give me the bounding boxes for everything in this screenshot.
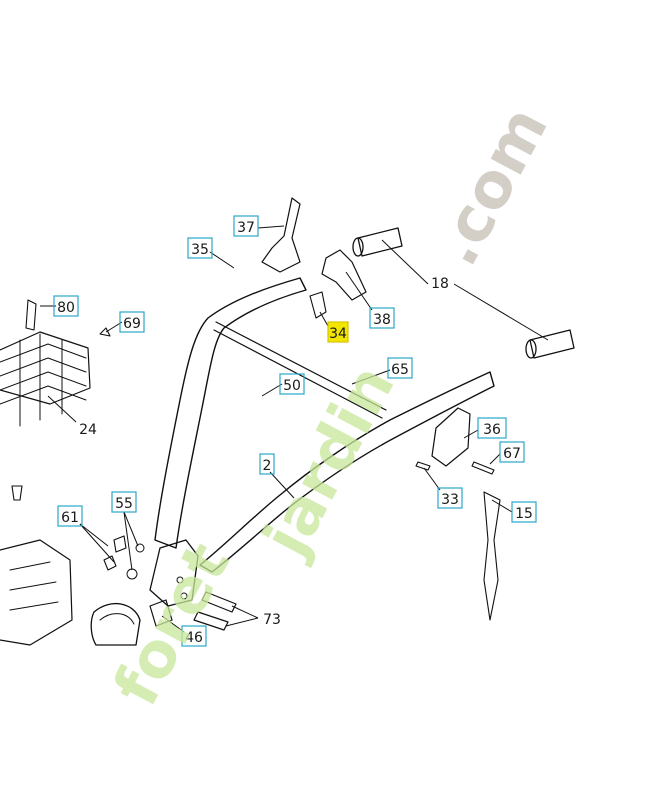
svg-text:jardin: jardin <box>247 353 408 570</box>
label-38: 38 <box>369 307 395 329</box>
label-18: 18 <box>431 276 449 292</box>
svg-text:46: 46 <box>185 630 203 646</box>
label-69: 69 <box>119 311 145 333</box>
side-brackets <box>415 407 501 621</box>
svg-text:24: 24 <box>79 422 97 438</box>
svg-text:35: 35 <box>191 242 209 258</box>
svg-text:73: 73 <box>263 612 281 628</box>
svg-text:50: 50 <box>283 378 301 394</box>
label-55: 55 <box>111 491 137 513</box>
svg-text:.com: .com <box>419 95 562 277</box>
svg-text:65: 65 <box>391 362 409 378</box>
label-24: 24 <box>79 422 97 438</box>
label-37: 37 <box>233 215 259 237</box>
svg-text:38: 38 <box>373 312 391 328</box>
svg-text:55: 55 <box>115 496 133 512</box>
base-plates <box>149 539 237 631</box>
svg-text:61: 61 <box>61 510 79 526</box>
control-levers <box>261 197 367 319</box>
label-15: 15 <box>511 501 537 523</box>
svg-text:2: 2 <box>263 458 272 474</box>
label-73: 73 <box>263 612 281 628</box>
label-61: 61 <box>57 505 83 527</box>
label-67: 67 <box>499 441 525 463</box>
label-36: 36 <box>477 417 507 439</box>
label-50: 50 <box>279 373 305 395</box>
engine-assembly <box>0 299 141 646</box>
svg-text:34: 34 <box>329 326 347 342</box>
label-80: 80 <box>53 295 79 317</box>
svg-text:36: 36 <box>483 422 501 438</box>
handle-grips <box>352 227 575 359</box>
svg-text:15: 15 <box>515 506 533 522</box>
label-65: 65 <box>387 357 413 379</box>
svg-text:33: 33 <box>441 492 459 508</box>
label-2: 2 <box>259 453 275 475</box>
svg-text:37: 37 <box>237 220 255 236</box>
label-35: 35 <box>187 237 213 259</box>
svg-text:18: 18 <box>431 276 449 292</box>
part-labels: 37 35 18 80 69 38 34 65 <box>53 215 537 647</box>
label-34: 34 <box>327 321 349 343</box>
label-46: 46 <box>181 625 207 647</box>
watermark: foret jardin .com <box>99 95 562 717</box>
svg-text:foret: foret <box>99 531 244 717</box>
svg-text:80: 80 <box>57 300 75 316</box>
svg-text:69: 69 <box>123 316 141 332</box>
label-33: 33 <box>437 487 463 509</box>
leader-lines <box>40 225 549 633</box>
svg-text:67: 67 <box>503 446 521 462</box>
